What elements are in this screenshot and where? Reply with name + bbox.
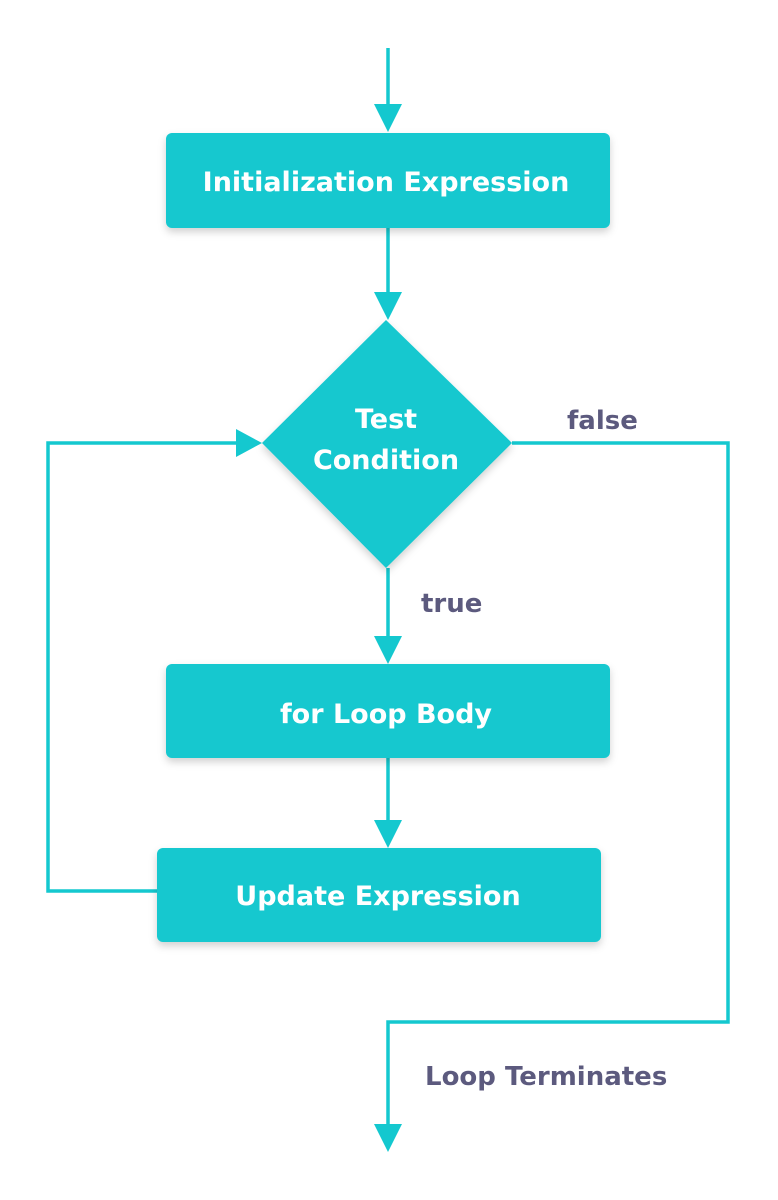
update-node: Update Expression	[157, 848, 601, 942]
true-edge-label: true	[421, 589, 482, 619]
loop-terminates-label: Loop Terminates	[425, 1062, 667, 1092]
false-exit-connector	[386, 441, 730, 1128]
initialization-label: Initialization Expression	[203, 167, 570, 198]
test-condition-label-line2: Condition	[313, 445, 459, 476]
update-arrowhead	[374, 820, 402, 848]
entry-arrowhead	[374, 104, 402, 132]
test-condition-diamond	[262, 320, 512, 568]
body-arrowhead	[374, 636, 402, 664]
arrowheads	[236, 104, 402, 1152]
initialization-box	[166, 133, 610, 228]
loop-body-label: for Loop Body	[280, 699, 492, 730]
condition-arrowhead	[374, 292, 402, 320]
terminate-arrowhead	[374, 1124, 402, 1152]
connectors	[46, 48, 730, 1128]
update-label: Update Expression	[235, 881, 520, 912]
loop-back-arrowhead	[236, 429, 262, 457]
loop-body-node: for Loop Body	[166, 664, 610, 758]
test-condition-node: Test Condition	[262, 320, 512, 568]
false-edge-label: false	[567, 406, 638, 436]
initialization-node: Initialization Expression	[166, 133, 610, 228]
test-condition-label-line1: Test	[355, 404, 417, 435]
update-box	[157, 848, 601, 942]
loop-body-box	[166, 664, 610, 758]
update-loop-back-connector	[46, 441, 238, 893]
